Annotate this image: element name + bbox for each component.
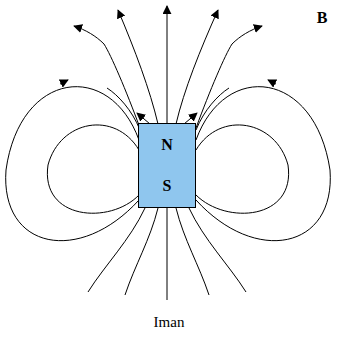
field-label: B [317, 10, 328, 26]
pole-label: N [161, 137, 173, 153]
figure-caption: Iman [154, 315, 185, 330]
pole-label: S [163, 178, 172, 194]
bar-magnet: NS [138, 123, 196, 208]
